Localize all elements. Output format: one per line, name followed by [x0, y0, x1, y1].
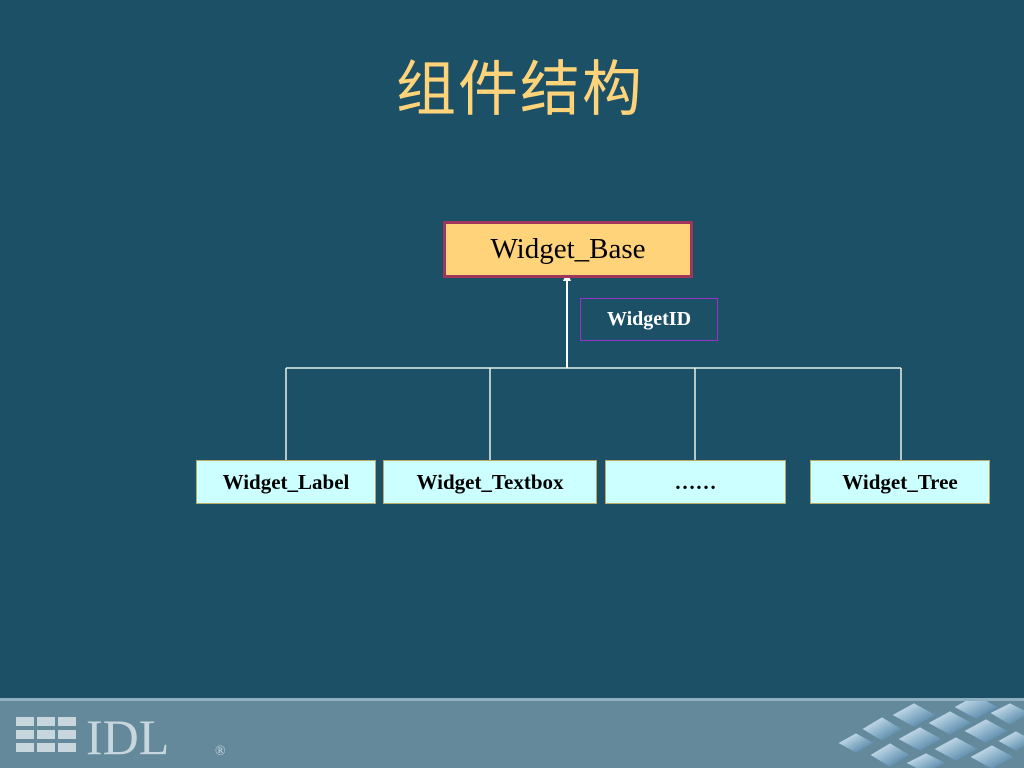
lattice-decoration	[837, 701, 1024, 768]
edge-label-widgetid: WidgetID	[580, 298, 718, 341]
node-widget-base: Widget_Base	[443, 221, 693, 278]
logo-text: IDL	[86, 709, 169, 765]
node-widget-label: Widget_Label	[196, 460, 376, 504]
footer-bar: IDL ®	[0, 698, 1024, 768]
registered-mark: ®	[215, 744, 226, 759]
node-ellipsis: ……	[605, 460, 786, 504]
node-widget-textbox: Widget_Textbox	[383, 460, 597, 504]
page-title: 组件结构	[396, 55, 644, 125]
node-widget-tree: Widget_Tree	[810, 460, 990, 504]
idl-logo: IDL ®	[16, 709, 226, 765]
